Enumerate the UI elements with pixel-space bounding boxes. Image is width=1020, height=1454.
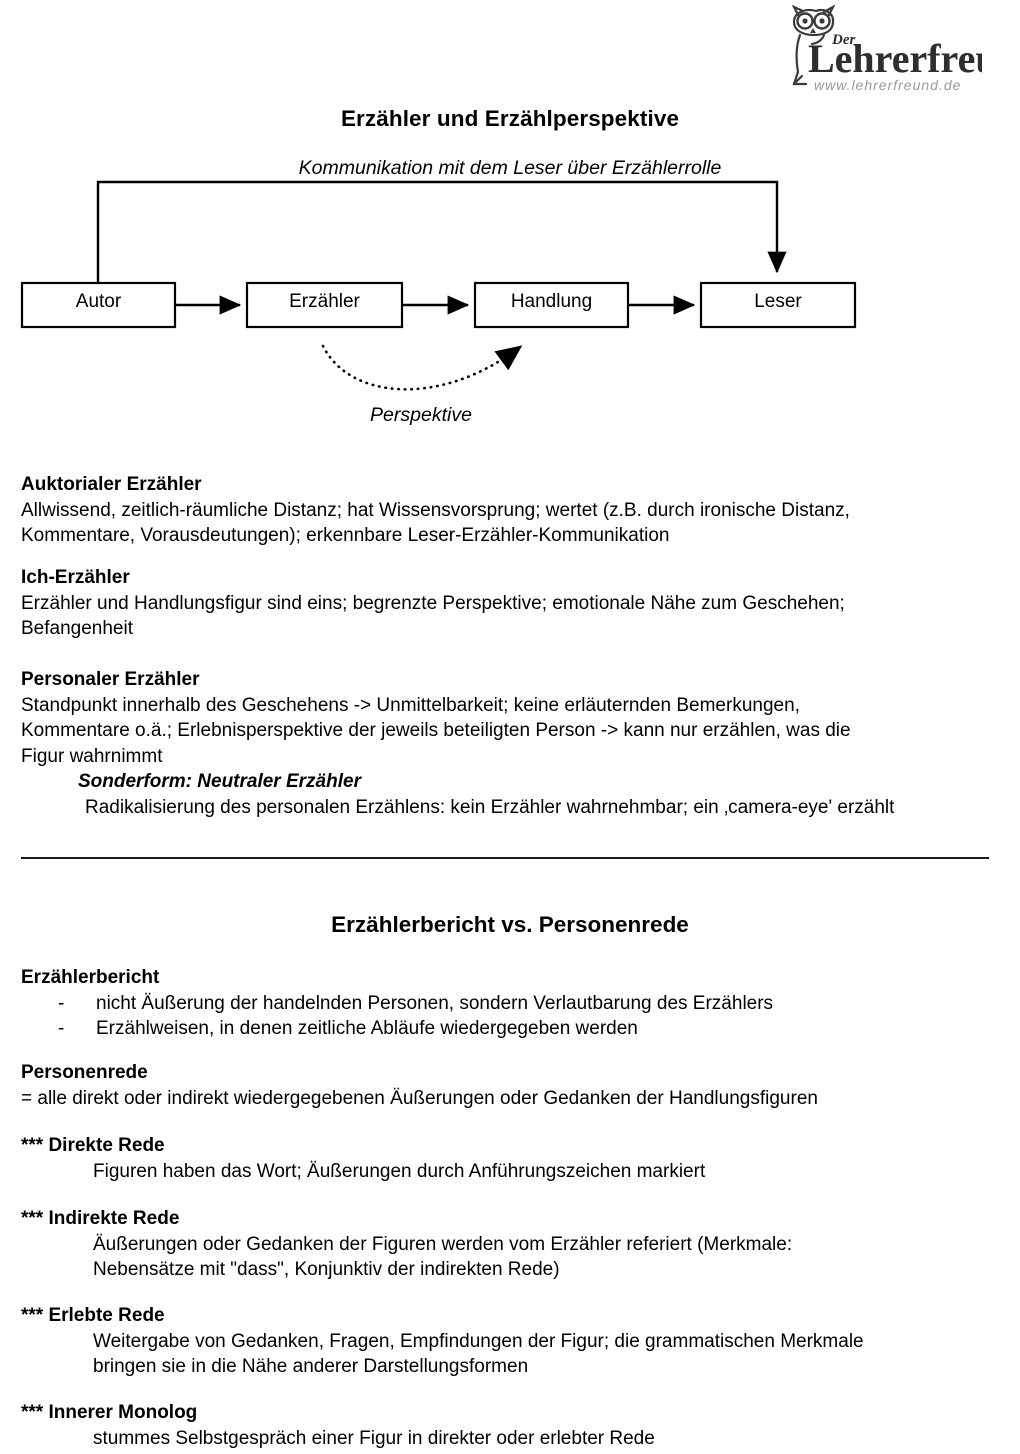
- section-direkte-rede: *** Direkte Rede Figuren haben das Wort;…: [21, 1133, 989, 1184]
- section-line: Weitergabe von Gedanken, Fragen, Empfind…: [93, 1330, 864, 1352]
- section-erlebte-rede: *** Erlebte Rede Weitergabe von Gedanken…: [21, 1303, 989, 1380]
- section-heading: *** Innerer Monolog: [21, 1402, 198, 1423]
- section-line: stummes Selbstgespräch einer Figur in di…: [93, 1427, 655, 1449]
- list-item-text: nicht Äußerung der handelnden Personen, …: [96, 992, 774, 1014]
- section-line: = alle direkt oder indirekt wiedergegebe…: [21, 1087, 818, 1109]
- section-line: Figuren haben das Wort; Äußerungen durch…: [93, 1160, 706, 1182]
- logo-brand: Lehrerfreund: [808, 36, 982, 81]
- box-leser: [699, 281, 857, 329]
- arrow-communication: [96, 180, 787, 304]
- section-heading: Personaler Erzähler: [21, 669, 200, 690]
- box-erzaehler: [245, 281, 404, 329]
- section-personenrede: Personenrede = alle direkt oder indirekt…: [21, 1060, 989, 1111]
- box-label-handlung: Handlung: [510, 291, 593, 312]
- section-line: Befangenheit: [21, 618, 133, 639]
- section-heading: Erzählerbericht: [21, 967, 160, 988]
- section-heading: *** Direkte Rede: [21, 1135, 165, 1156]
- section-line: Standpunkt innerhalb des Geschehens -> U…: [21, 694, 800, 716]
- section-line: Figur wahrnimmt: [21, 745, 163, 767]
- arrow-perspektive: [321, 344, 523, 391]
- section-line: Kommentare o.ä.; Erlebnisperspektive der…: [21, 720, 851, 741]
- narrator-perspective-diagram: [0, 150, 1020, 450]
- list-item-text: Erzählweisen, in denen zeitliche Abläufe…: [96, 1018, 638, 1039]
- diagram-caption-perspektive: Perspektive: [370, 404, 472, 426]
- section-divider: [21, 857, 989, 859]
- section-line: Kommentare, Vorausdeutungen); erkennbare…: [21, 525, 670, 546]
- section-line: bringen sie in die Nähe anderer Darstell…: [93, 1356, 529, 1377]
- section-line: Erzähler und Handlungsfigur sind eins; b…: [21, 592, 845, 614]
- owl-with-glasses-icon: Der Lehrerfreund www.lehrerfreund.de: [791, 4, 982, 93]
- section-erzaehlerbericht: Erzählerbericht - nicht Äußerung der han…: [21, 965, 989, 1042]
- section-heading: Ich-Erzähler: [21, 567, 130, 588]
- section-indirekte-rede: *** Indirekte Rede Äußerungen oder Gedan…: [21, 1206, 989, 1283]
- section-line: Nebensätze mit "dass", Konjunktiv der in…: [93, 1259, 560, 1280]
- section-line: Äußerungen oder Gedanken der Figuren wer…: [93, 1233, 793, 1255]
- box-handlung: [473, 281, 630, 329]
- section-heading: *** Indirekte Rede: [21, 1208, 180, 1229]
- section-line: Allwissend, zeitlich-räumliche Distanz; …: [21, 499, 850, 521]
- subsection-heading-sonderform: Sonderform: Neutraler Erzähler: [78, 771, 361, 792]
- section-innerer-monolog: *** Innerer Monolog stummes Selbstgesprä…: [21, 1400, 989, 1451]
- page-title: Erzähler und Erzählperspektive: [340, 106, 680, 131]
- list-item: - Erzählweisen, in denen zeitliche Abläu…: [58, 1016, 989, 1042]
- lehrerfreund-logo: Der Lehrerfreund www.lehrerfreund.de: [772, 4, 982, 100]
- section-personaler-erzaehler: Personaler Erzähler Standpunkt innerhalb…: [21, 667, 989, 820]
- subsection-line: Radikalisierung des personalen Erzählens…: [85, 796, 895, 818]
- section-heading: Personenrede: [21, 1062, 148, 1083]
- box-label-leser: Leser: [754, 291, 802, 312]
- section-ich-erzaehler: Ich-Erzähler Erzähler und Handlungsfigur…: [21, 565, 989, 642]
- diagram-caption-communication: Kommunikation mit dem Leser über Erzähle…: [298, 157, 722, 179]
- logo-url: www.lehrerfreund.de: [814, 77, 961, 93]
- box-autor: [20, 281, 177, 329]
- section-heading: *** Erlebte Rede: [21, 1305, 165, 1326]
- section-auktorialer-erzaehler: Auktorialer Erzähler Allwissend, zeitlic…: [21, 472, 989, 549]
- list-item: - nicht Äußerung der handelnden Personen…: [58, 991, 989, 1017]
- bullet-mark: -: [58, 1018, 65, 1039]
- box-label-erzaehler: Erzähler: [289, 291, 360, 312]
- box-label-autor: Autor: [75, 291, 122, 312]
- section-heading: Auktorialer Erzähler: [21, 474, 202, 495]
- page-title-secondary: Erzählerbericht vs. Personenrede: [331, 912, 689, 937]
- bullet-mark: -: [58, 992, 65, 1014]
- logo-brand-small: Der: [831, 32, 855, 48]
